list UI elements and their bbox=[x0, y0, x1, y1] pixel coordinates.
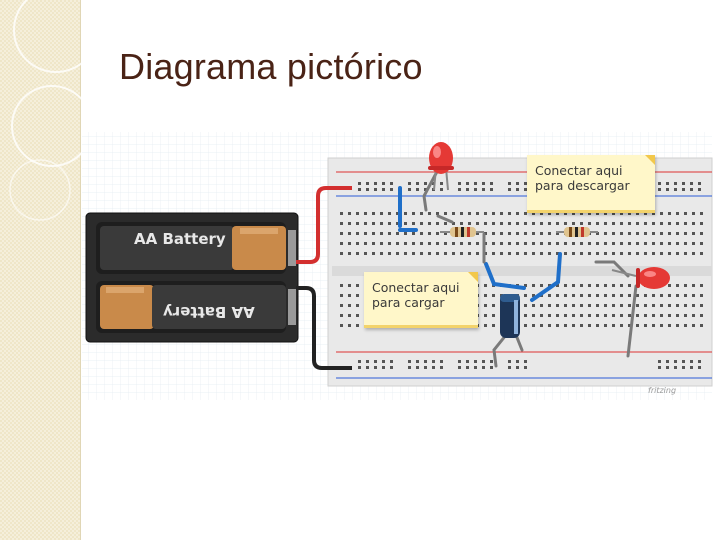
top-rail-holes bbox=[358, 182, 701, 191]
red-wire bbox=[296, 186, 352, 264]
led-1 bbox=[428, 142, 454, 191]
watermark: fritzing bbox=[648, 386, 677, 395]
battery-1 bbox=[100, 226, 234, 270]
slide-title: Diagrama pictórico bbox=[119, 46, 423, 87]
note-discharge: Conectar aqui para descargar bbox=[527, 155, 655, 213]
decorative-circles bbox=[9, 0, 99, 221]
battery-holder bbox=[85, 212, 299, 343]
battery-label-2: AA Battery bbox=[163, 303, 255, 321]
resistor-2 bbox=[556, 227, 598, 237]
resistor-1 bbox=[440, 227, 484, 237]
main-holes bbox=[340, 212, 703, 327]
blue-jumpers bbox=[398, 186, 562, 302]
side-decoration-strip bbox=[0, 0, 80, 540]
battery-2 bbox=[100, 285, 154, 329]
black-wire bbox=[296, 286, 352, 370]
led-2 bbox=[611, 267, 670, 289]
battery-label-1: AA Battery bbox=[134, 230, 226, 248]
note-charge: Conectar aqui para cargar bbox=[364, 272, 478, 328]
side-divider bbox=[80, 0, 81, 540]
capacitor bbox=[500, 294, 520, 338]
